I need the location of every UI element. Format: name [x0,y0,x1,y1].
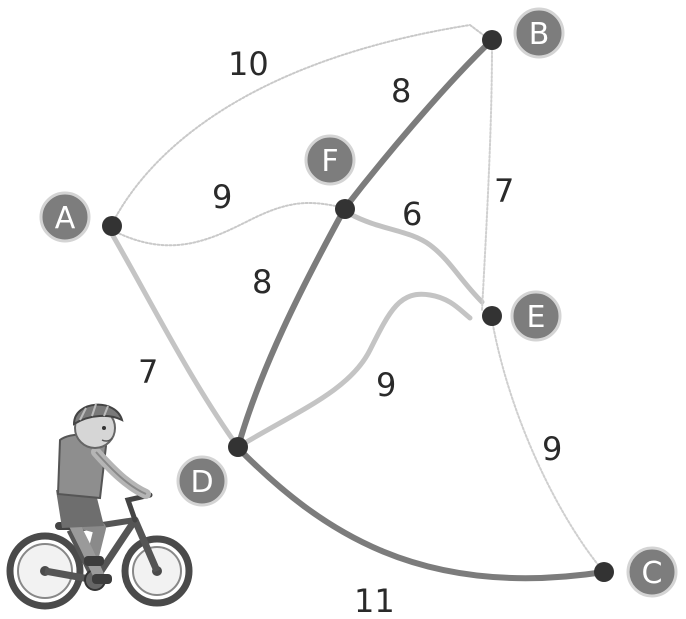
weight-a-f: 9 [212,178,232,216]
child-on-bicycle-icon [6,403,193,610]
node-dot-f [335,199,355,219]
node-badge-e: E [510,290,562,342]
weight-f-e: 6 [402,195,422,233]
node-dots [102,30,614,582]
node-badge-a: A [39,191,91,243]
edge-f-d [235,205,348,450]
node-dot-c [594,562,614,582]
edge-a-f [111,202,346,247]
edge-a-b [111,23,491,225]
node-dot-d [228,437,248,457]
node-dot-a [102,216,122,236]
edge-f-e [347,211,485,305]
edges [109,23,607,582]
weight-e-c: 9 [542,430,562,468]
node-badge-b: B [513,7,565,59]
weight-d-e: 9 [376,366,396,404]
node-badge-d: D [176,455,228,507]
node-label-c: C [642,556,663,591]
edge-d-e [235,291,473,450]
weight-d-c: 11 [354,582,395,619]
weight-f-d: 8 [252,263,272,301]
node-badges: A B F E D C [39,7,678,598]
weight-b-e: 7 [494,172,514,210]
node-label-f: F [321,144,338,179]
weight-a-b: 10 [228,45,269,83]
edge-a-d [109,231,241,450]
node-label-a: A [55,201,76,236]
node-dot-b [482,30,502,50]
node-label-e: E [527,300,546,335]
node-label-d: D [190,465,213,500]
node-dot-e [482,306,502,326]
edge-e-c [491,319,605,573]
edge-weights: 10 9 8 6 7 8 7 9 9 11 [138,45,562,619]
edge-f-b [342,37,495,211]
node-badge-c: C [626,546,678,598]
node-label-b: B [529,17,550,52]
node-badge-f: F [304,134,356,186]
weight-f-b: 8 [391,72,411,110]
edge-b-e [481,43,493,311]
edge-d-c [237,447,607,582]
weight-a-d: 7 [138,353,158,391]
